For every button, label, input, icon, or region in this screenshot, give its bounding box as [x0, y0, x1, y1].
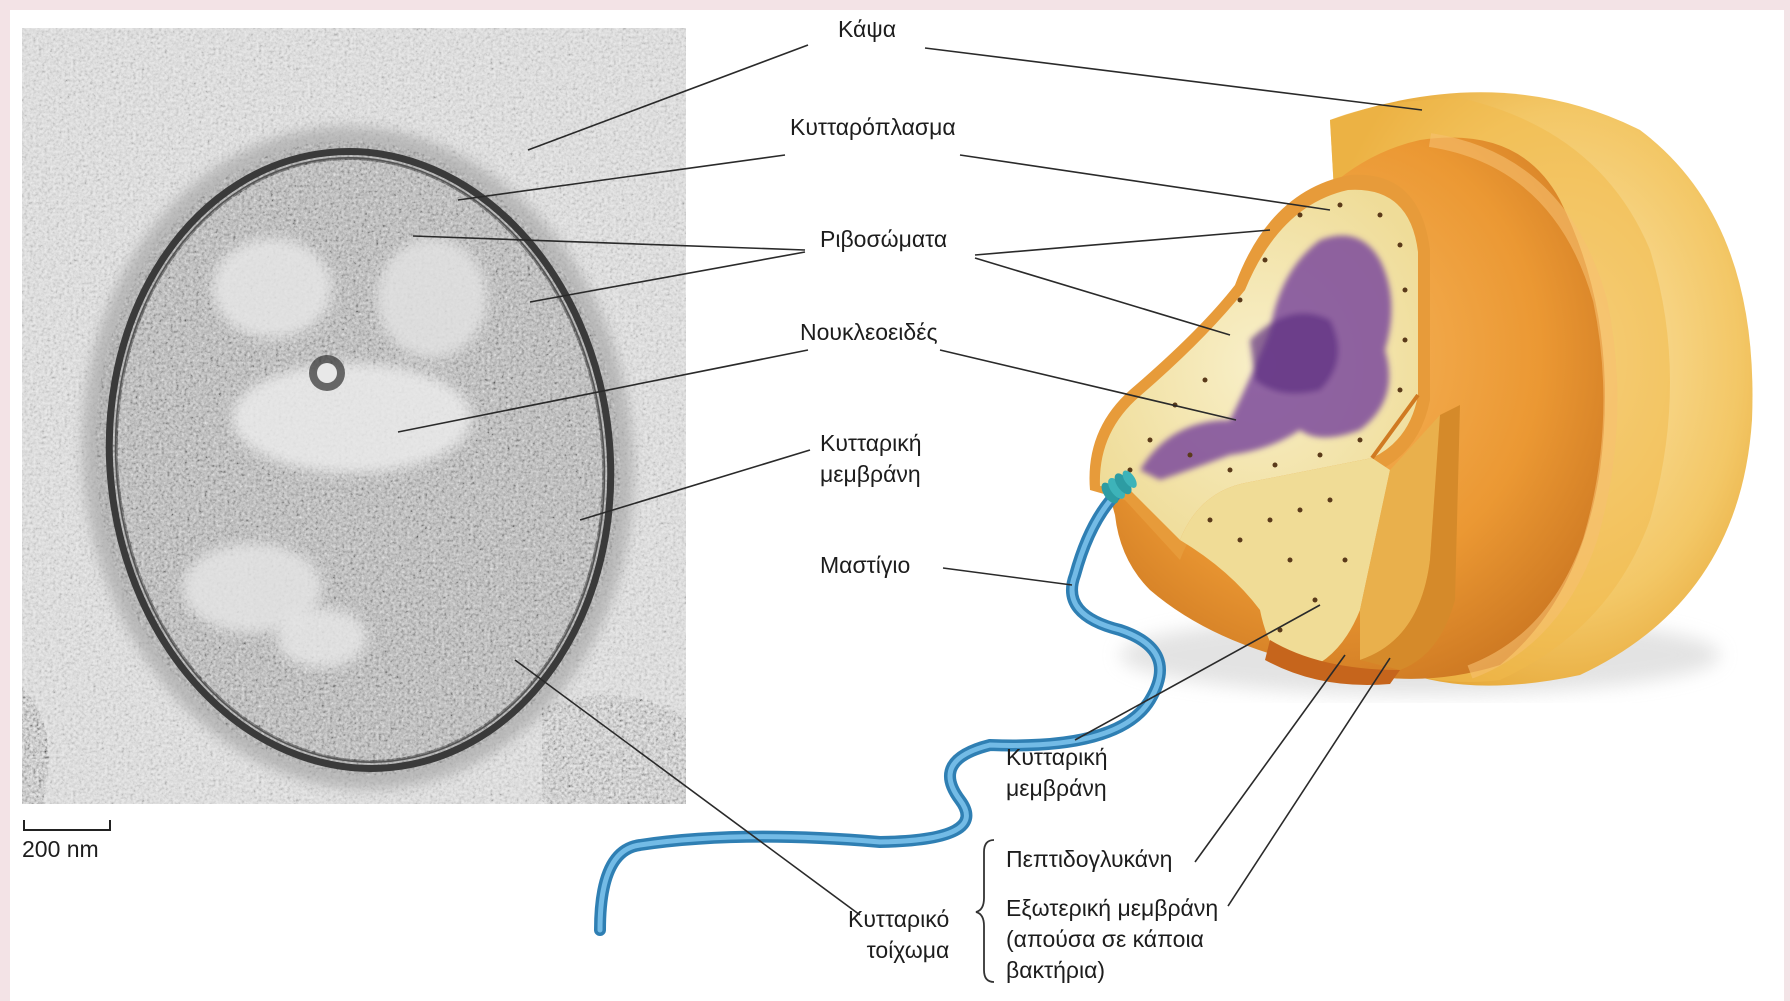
label-nucleoid: Νουκλεοειδές — [800, 317, 938, 348]
label-cytoplasm: Κυτταρόπλασμα — [790, 112, 956, 143]
label-ribosomes: Ριβοσώματα — [820, 224, 947, 255]
label-cell-membrane-right-line1: Κυτταρική — [1006, 742, 1108, 773]
label-peptidoglycan: Πεπτιδογλυκάνη — [1006, 844, 1172, 875]
label-cell-membrane-right: Κυτταρική μεμβράνη — [1006, 742, 1108, 804]
label-cell-membrane-left-line1: Κυτταρική — [820, 428, 922, 459]
label-outer-membrane-line3: βακτήρια) — [1006, 955, 1218, 986]
label-cell-wall-line1: Κυτταρικό — [848, 904, 949, 935]
label-flagellum: Μαστίγιο — [820, 550, 910, 581]
label-cell-membrane-left-line2: μεμβράνη — [820, 459, 922, 490]
label-outer-membrane: Εξωτερική μεμβράνη (απούσα σε κάποια βακ… — [1006, 893, 1218, 986]
cell-wall-brace — [972, 836, 1000, 986]
label-outer-membrane-line2: (απούσα σε κάποια — [1006, 924, 1218, 955]
label-cell-membrane-left: Κυτταρική μεμβράνη — [820, 428, 922, 490]
label-cell-wall-line2: τοίχωμα — [848, 935, 949, 966]
label-capsule: Κάψα — [838, 14, 896, 45]
label-outer-membrane-line1: Εξωτερική μεμβράνη — [1006, 893, 1218, 924]
label-cell-membrane-right-line2: μεμβράνη — [1006, 773, 1108, 804]
label-cell-wall: Κυτταρικό τοίχωμα — [848, 904, 949, 966]
